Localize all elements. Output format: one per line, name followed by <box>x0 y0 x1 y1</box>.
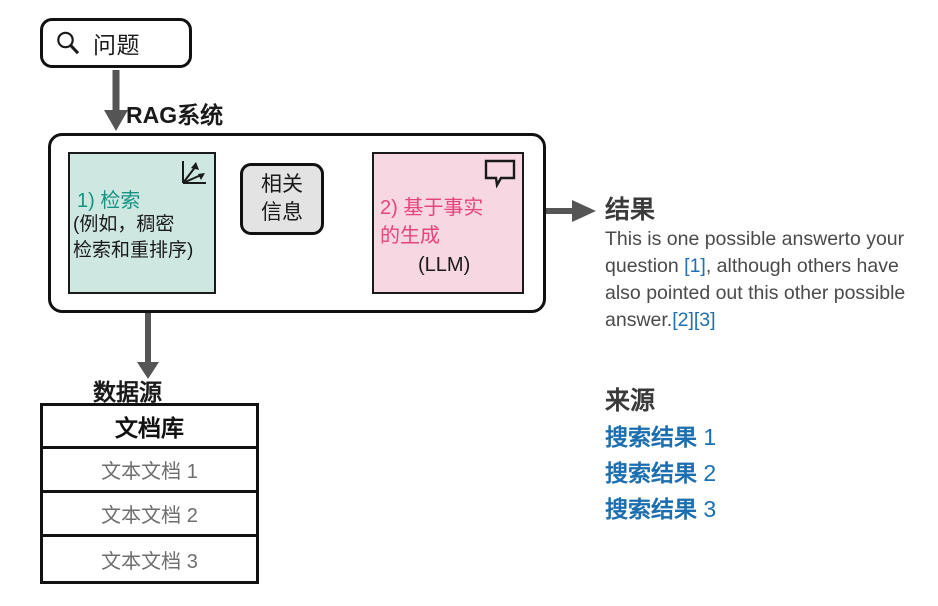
speech-bubble-icon <box>484 159 516 189</box>
scatter-axes-icon <box>182 161 206 184</box>
generation-model-label: (LLM) <box>418 254 471 276</box>
answer-segment-1: This is one possible answerto your quest… <box>605 228 905 277</box>
document-store-header: 文档库 <box>43 406 256 449</box>
arrow-question-to-rag <box>104 70 128 131</box>
generation-title-line1: 2) 基于事实 <box>380 197 484 219</box>
source-number: 2 <box>703 460 717 486</box>
question-text: 问题 <box>93 32 140 58</box>
retrieval-subtitle-line1: (例如，稠密 <box>73 214 175 235</box>
retrieval-subtitle: (例如，稠密 检索和重排序) <box>73 212 193 264</box>
source-link-1[interactable]: 搜索结果 1 <box>605 419 865 455</box>
source-link-3[interactable]: 搜索结果 3 <box>605 491 865 527</box>
question-search-box[interactable]: 问题 <box>40 18 192 68</box>
answer-segment-2: , although others have also pointed out … <box>605 255 906 331</box>
data-source-label: 数据源 <box>93 379 162 405</box>
citation-1[interactable]: [1] <box>684 255 706 277</box>
retrieval-step-box[interactable]: 1) 检索 (例如，稠密 检索和重排序) <box>68 152 216 294</box>
table-row[interactable]: 文本文档 2 <box>43 493 256 537</box>
result-answer-text: This is one possible answerto your quest… <box>605 226 935 334</box>
source-label: 搜索结果 <box>605 460 697 486</box>
relevant-info-line1: 相关 <box>261 173 303 196</box>
citation-2[interactable]: [2] <box>672 309 694 331</box>
sources-heading: 来源 <box>605 387 656 415</box>
sources-list: 搜索结果 1 搜索结果 2 搜索结果 3 <box>605 419 865 527</box>
source-number: 1 <box>703 424 717 450</box>
document-store-table: 文档库 文本文档 1 文本文档 2 文本文档 3 <box>40 403 259 584</box>
relevant-info-line2: 信息 <box>261 201 303 224</box>
source-number: 3 <box>703 496 717 522</box>
generation-title: 2) 基于事实 的生成 <box>380 194 483 250</box>
retrieval-subtitle-line2: 检索和重排序) <box>73 240 194 261</box>
result-heading: 结果 <box>605 196 656 224</box>
generation-step-box[interactable]: 2) 基于事实 的生成 (LLM) <box>372 152 524 294</box>
rag-system-label: RAG系统 <box>126 102 224 128</box>
retrieval-title: 1) 检索 <box>77 190 141 212</box>
generation-title-line2: 的生成 <box>380 225 440 247</box>
source-link-2[interactable]: 搜索结果 2 <box>605 455 865 491</box>
arrow-rag-to-result <box>546 200 596 222</box>
table-row[interactable]: 文本文档 1 <box>43 449 256 493</box>
source-label: 搜索结果 <box>605 496 697 522</box>
source-label: 搜索结果 <box>605 424 697 450</box>
table-row[interactable]: 文本文档 3 <box>101 550 198 573</box>
citation-3[interactable]: [3] <box>693 309 716 331</box>
relevant-information-box: 相关 信息 <box>240 163 324 235</box>
search-icon <box>57 31 80 55</box>
